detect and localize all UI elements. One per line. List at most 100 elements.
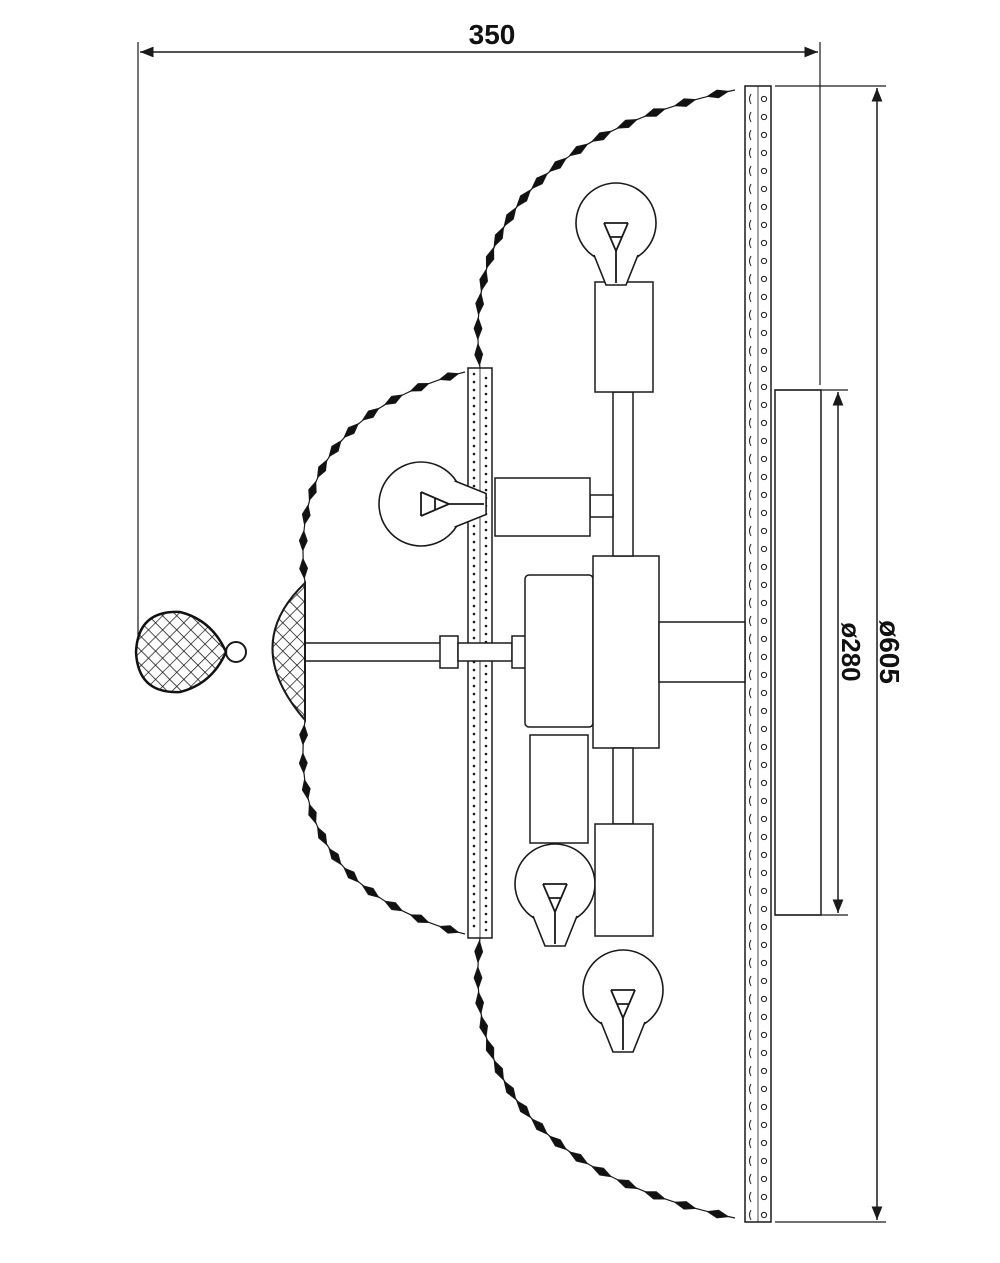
ring-bead [760, 113, 768, 121]
plate-dot [484, 760, 488, 764]
plate-dot [472, 788, 476, 792]
ring-bead [760, 1103, 768, 1111]
plate-dot [484, 688, 488, 692]
garland-crystal [643, 108, 667, 117]
ring-bead [760, 797, 768, 805]
ring-bead [760, 1085, 768, 1093]
bulb-filament [420, 491, 484, 517]
garland-crystal [673, 98, 697, 107]
ring-bead [749, 813, 752, 825]
plate-dot [484, 584, 488, 588]
plate-dot [484, 848, 488, 852]
ring-bead [760, 1013, 768, 1021]
plate-dot [472, 612, 476, 616]
plate-dot [484, 544, 488, 548]
plate-dot [484, 576, 488, 580]
plate-dot [484, 776, 488, 780]
bulb-left [378, 461, 591, 547]
ring-bead [760, 815, 768, 823]
ring-bead [749, 1029, 752, 1041]
plate-dot [484, 528, 488, 532]
plate-dot [484, 392, 488, 396]
plate-dot [472, 428, 476, 432]
plate-dot [484, 840, 488, 844]
finial-dome-pattern [272, 583, 305, 720]
ring-bead [749, 597, 752, 609]
ring-bead [749, 867, 752, 879]
plate-dot [484, 744, 488, 748]
ring-bead [749, 129, 752, 141]
ring-bead [760, 473, 768, 481]
plate-dot [484, 704, 488, 708]
ring-bead [760, 437, 768, 445]
plate-dot [484, 480, 488, 484]
ring-bead [749, 1209, 752, 1221]
ring-bead [760, 1121, 768, 1129]
ring-bead [749, 975, 752, 987]
garland-crystal [438, 372, 460, 381]
plate-dot [484, 920, 488, 924]
garland-crystal [503, 206, 517, 228]
ring-bead [749, 795, 752, 807]
plate-dot [484, 928, 488, 932]
plate-dot [484, 520, 488, 524]
plate-dot [472, 604, 476, 608]
plate-dot [472, 876, 476, 880]
garland-crystal [316, 826, 328, 846]
ring-bead [749, 1191, 752, 1203]
ring-bead [749, 633, 752, 645]
plate-dot [472, 452, 476, 456]
ring-bead [760, 365, 768, 373]
dimension-label-diameter-canopy: ø280 [836, 622, 866, 681]
garland-crystal [530, 1118, 549, 1136]
ring-bead [749, 237, 752, 249]
garland-crystal [705, 1209, 730, 1219]
bulb-filament [542, 883, 568, 944]
ring-bead [760, 725, 768, 733]
ring-bead [749, 1173, 752, 1185]
ring-bead [760, 239, 768, 247]
ring-bead [749, 111, 752, 123]
ring-bead [749, 993, 752, 1005]
garland-crystal [316, 459, 328, 479]
ring-bead [749, 687, 752, 699]
ring-bead [760, 923, 768, 931]
ring-bead [760, 131, 768, 139]
ring-bead [749, 741, 752, 753]
garland-crystal [473, 965, 483, 990]
plate-dot [484, 424, 488, 428]
ring-bead [760, 743, 768, 751]
plate-dot [484, 408, 488, 412]
plate-dot [484, 376, 488, 380]
plate-dot [484, 600, 488, 604]
arm-lower [612, 747, 634, 825]
plate-dot [484, 488, 488, 492]
plate-dot [472, 700, 476, 704]
ring-bead [760, 887, 768, 895]
plate-dot [472, 620, 476, 624]
bulb-socket [594, 823, 654, 937]
plate-dot [484, 568, 488, 572]
plate-dot [484, 856, 488, 860]
garland-crystal [479, 1014, 489, 1039]
central-rod [304, 635, 529, 669]
ring-bead [760, 257, 768, 265]
plate-dot [472, 596, 476, 600]
plate-dot [484, 800, 488, 804]
plate-dot [472, 684, 476, 688]
garland-crystal [473, 316, 483, 341]
pendant-crystal [134, 610, 228, 694]
ring-bead [749, 1101, 752, 1113]
garland-crystal [590, 130, 613, 143]
garland-crystal [409, 382, 430, 392]
plate-dot [472, 764, 476, 768]
plate-dot [484, 792, 488, 796]
plate-dot [472, 548, 476, 552]
ring-bead [760, 977, 768, 985]
plate-dot [484, 560, 488, 564]
ring-bead [760, 599, 768, 607]
ring-bead [760, 149, 768, 157]
ring-bead [760, 95, 768, 103]
ring-bead [760, 689, 768, 697]
